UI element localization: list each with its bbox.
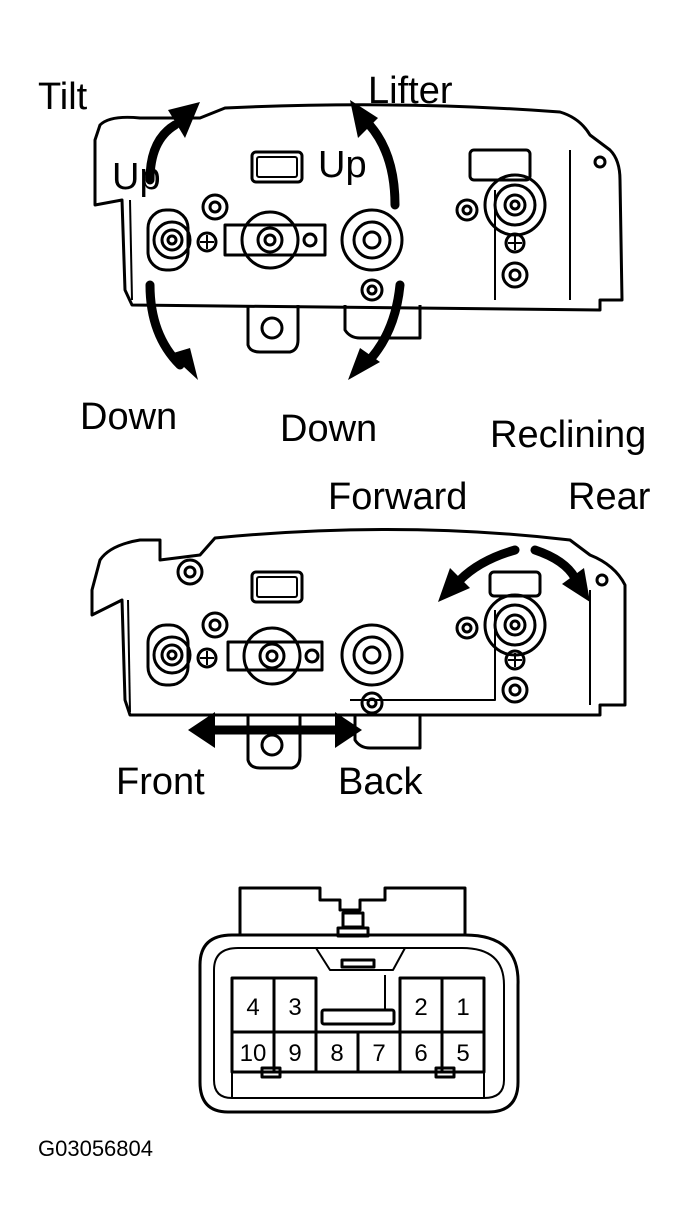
tilt-lifter-switch-diagram <box>93 100 624 380</box>
pin-1-label: 1 <box>456 994 469 1021</box>
pin-7-label: 7 <box>372 1040 385 1067</box>
lifter-label: Lifter <box>368 70 453 112</box>
pin-9-label: 9 <box>288 1040 301 1067</box>
front-label: Front <box>116 761 205 803</box>
lifter-up-label: Up <box>318 144 367 186</box>
tilt-up-label: Up <box>112 156 161 198</box>
tilt-down-label: Down <box>80 396 178 438</box>
pin-4-label: 4 <box>246 994 259 1021</box>
back-label: Back <box>338 761 423 803</box>
figure-code: G03056804 <box>38 1136 153 1161</box>
pin-8-label: 8 <box>330 1040 343 1067</box>
tilt-label: Tilt <box>38 76 88 118</box>
pin-3-label: 3 <box>288 994 301 1021</box>
pin-5-label: 5 <box>456 1040 469 1067</box>
reclining-label: Reclining <box>490 414 647 456</box>
pin-6-label: 6 <box>414 1040 427 1067</box>
lifter-down-label: Down <box>280 408 378 450</box>
pin-10-label: 10 <box>240 1040 267 1067</box>
pin-2-label: 2 <box>414 994 427 1021</box>
forward-label: Forward <box>328 476 468 518</box>
rear-label: Rear <box>568 476 651 518</box>
reclining-slide-switch-diagram <box>90 527 627 770</box>
